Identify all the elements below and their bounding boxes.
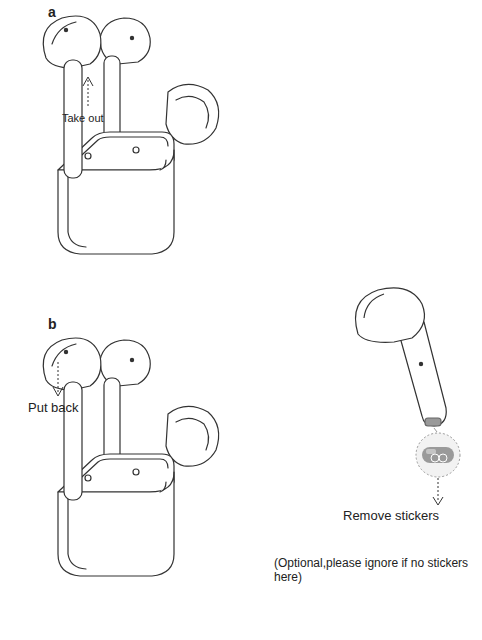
instruction-label: Put back bbox=[28, 400, 79, 416]
sticker-callout bbox=[416, 428, 460, 505]
earbud-case-b bbox=[43, 338, 218, 576]
put-back-arrow bbox=[53, 362, 63, 396]
note-text: (Optional,please ignore if no stickers h… bbox=[274, 556, 474, 585]
earbud-case-a bbox=[43, 16, 218, 254]
take-out-arrow bbox=[83, 77, 93, 108]
instruction-label: Remove stickers bbox=[343, 508, 439, 524]
instruction-label: Take out bbox=[62, 112, 104, 125]
single-earbud bbox=[356, 288, 447, 426]
panel-letter: a bbox=[48, 4, 56, 21]
panel-letter: b bbox=[48, 316, 57, 333]
